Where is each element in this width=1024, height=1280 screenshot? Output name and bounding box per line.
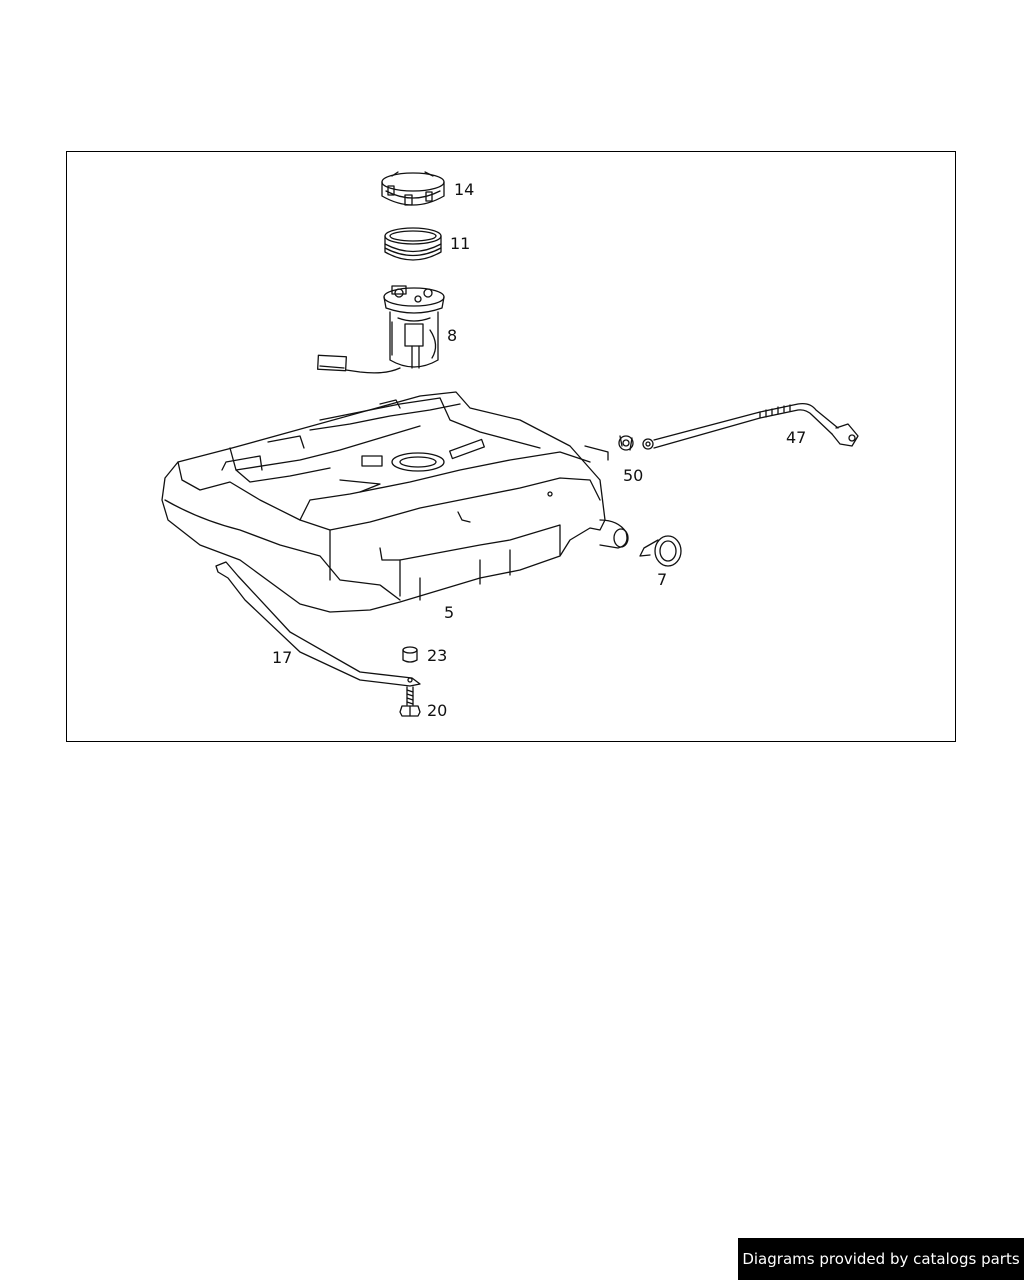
part-20-bolt[interactable] (399, 686, 421, 717)
footer-credit: Diagrams provided by catalogs parts (738, 1238, 1024, 1280)
label-part-20: 20 (427, 701, 447, 720)
part-47-fuel-line[interactable] (642, 402, 859, 450)
part-8-fuel-pump-module[interactable] (317, 285, 445, 374)
label-part-17: 17 (272, 648, 292, 667)
label-part-47: 47 (786, 428, 806, 447)
diagram-frame (66, 151, 956, 742)
label-part-11: 11 (450, 234, 470, 253)
label-part-7: 7 (657, 570, 667, 589)
part-11-seal-ring[interactable] (384, 227, 442, 261)
part-5-fuel-tank[interactable] (161, 391, 629, 613)
label-part-5: 5 (444, 603, 454, 622)
label-part-14: 14 (454, 180, 474, 199)
part-14-locking-ring[interactable] (381, 171, 445, 206)
part-17-strap[interactable] (215, 561, 421, 687)
label-part-50: 50 (623, 466, 643, 485)
label-part-8: 8 (447, 326, 457, 345)
part-7-hose-clamp[interactable] (639, 535, 682, 567)
fuel-tank-exploded-diagram: 14 11 8 47 50 7 5 17 23 20 (161, 171, 859, 720)
part-23-spacer[interactable] (402, 646, 418, 663)
label-part-23: 23 (427, 646, 447, 665)
part-50-clamp[interactable] (618, 435, 634, 451)
